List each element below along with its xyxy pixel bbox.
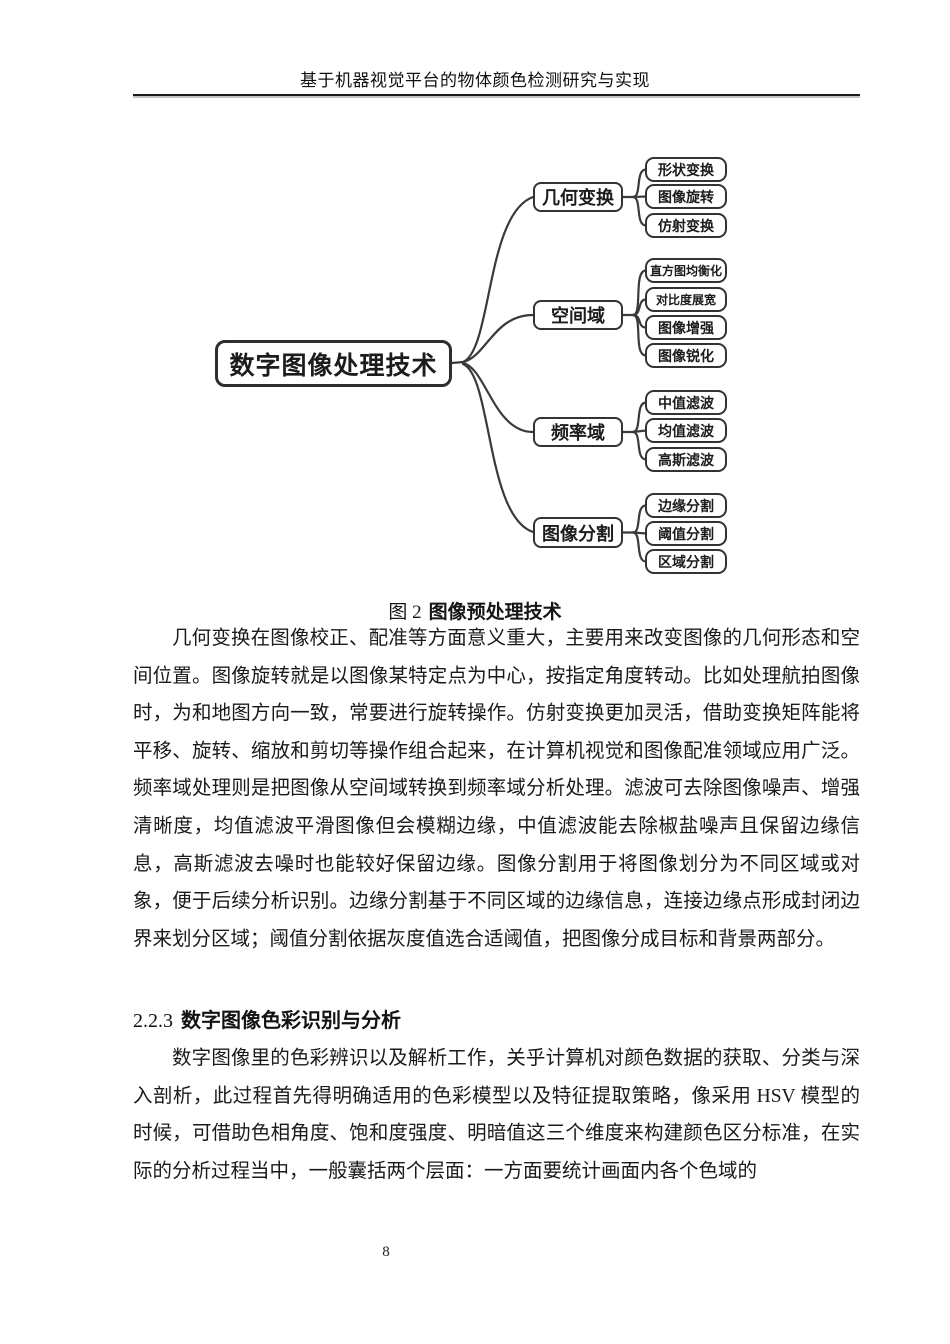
diagram-leaf-affine-transform: 仿射变换	[645, 213, 727, 238]
diagram-branch-segmentation: 图像分割	[533, 517, 623, 548]
diagram-leaf-threshold-segmentation: 阈值分割	[645, 521, 727, 546]
diagram-branch-geometric: 几何变换	[533, 182, 623, 212]
diagram-leaf-region-segmentation: 区域分割	[645, 549, 727, 574]
diagram-leaf-contrast-stretch: 对比度展宽	[645, 287, 727, 312]
connector-branch0-leaf2	[631, 195, 648, 227]
section-heading: 2.2.3 数字图像色彩识别与分析	[133, 1004, 860, 1033]
section-heading-title: 数字图像色彩识别与分析	[181, 1010, 401, 1032]
figure-caption-title: 图像预处理技术	[428, 602, 562, 623]
diagram-leaf-shape-transform: 形状变换	[645, 157, 727, 182]
section-heading-number: 2.2.3	[133, 1010, 173, 1032]
diagram-leaf-mean-filter: 均值滤波	[645, 418, 727, 443]
connector-root-branch-0	[461, 195, 535, 364]
diagram-leaf-image-enhancement: 图像增强	[645, 315, 727, 340]
diagram-branch-spatial: 空间域	[533, 300, 623, 330]
connector-branch2-leaf2	[631, 430, 648, 461]
diagram-leaf-image-rotation: 图像旋转	[645, 184, 727, 209]
figure-caption-number: 图 2	[388, 602, 422, 623]
header-rule	[133, 94, 860, 96]
diagram-connectors	[450, 168, 648, 563]
body-paragraph-2: 数字图像里的色彩辨识以及解析工作，关乎计算机对颜色数据的获取、分类与深入剖析，此…	[133, 1048, 860, 1182]
diagram-leaf-image-sharpen: 图像锐化	[645, 343, 727, 368]
body-paragraph-1: 几何变换在图像校正、配准等方面意义重大，主要用来改变图像的几何形态和空间位置。图…	[133, 628, 860, 950]
diagram-root-node: 数字图像处理技术	[215, 340, 452, 387]
diagram-leaf-gaussian-filter: 高斯滤波	[645, 447, 727, 472]
connector-branch1-leaf3	[631, 313, 648, 357]
connector-root-branch-2	[461, 361, 535, 434]
connector-root-stub	[450, 360, 465, 365]
connector-root-branch-1	[461, 313, 535, 364]
figure-caption: 图 2 图像预处理技术	[0, 597, 950, 624]
page-number: 8	[382, 1244, 390, 1260]
diagram-leaf-histogram-equalization: 直方图均衡化	[645, 258, 727, 283]
diagram-branch-frequency: 频率域	[533, 417, 623, 447]
figure-diagram: 数字图像处理技术 几何变换 空间域 频率域 图像分割 形状变换 图像旋转 仿射变…	[0, 0, 950, 620]
diagram-leaf-median-filter: 中值滤波	[645, 390, 727, 415]
connector-root-branch-3	[461, 362, 535, 534]
connector-branch3-leaf2	[631, 531, 648, 563]
page-header-title: 基于机器视觉平台的物体颜色检测研究与实现	[300, 71, 650, 90]
diagram-leaf-edge-segmentation: 边缘分割	[645, 493, 727, 518]
